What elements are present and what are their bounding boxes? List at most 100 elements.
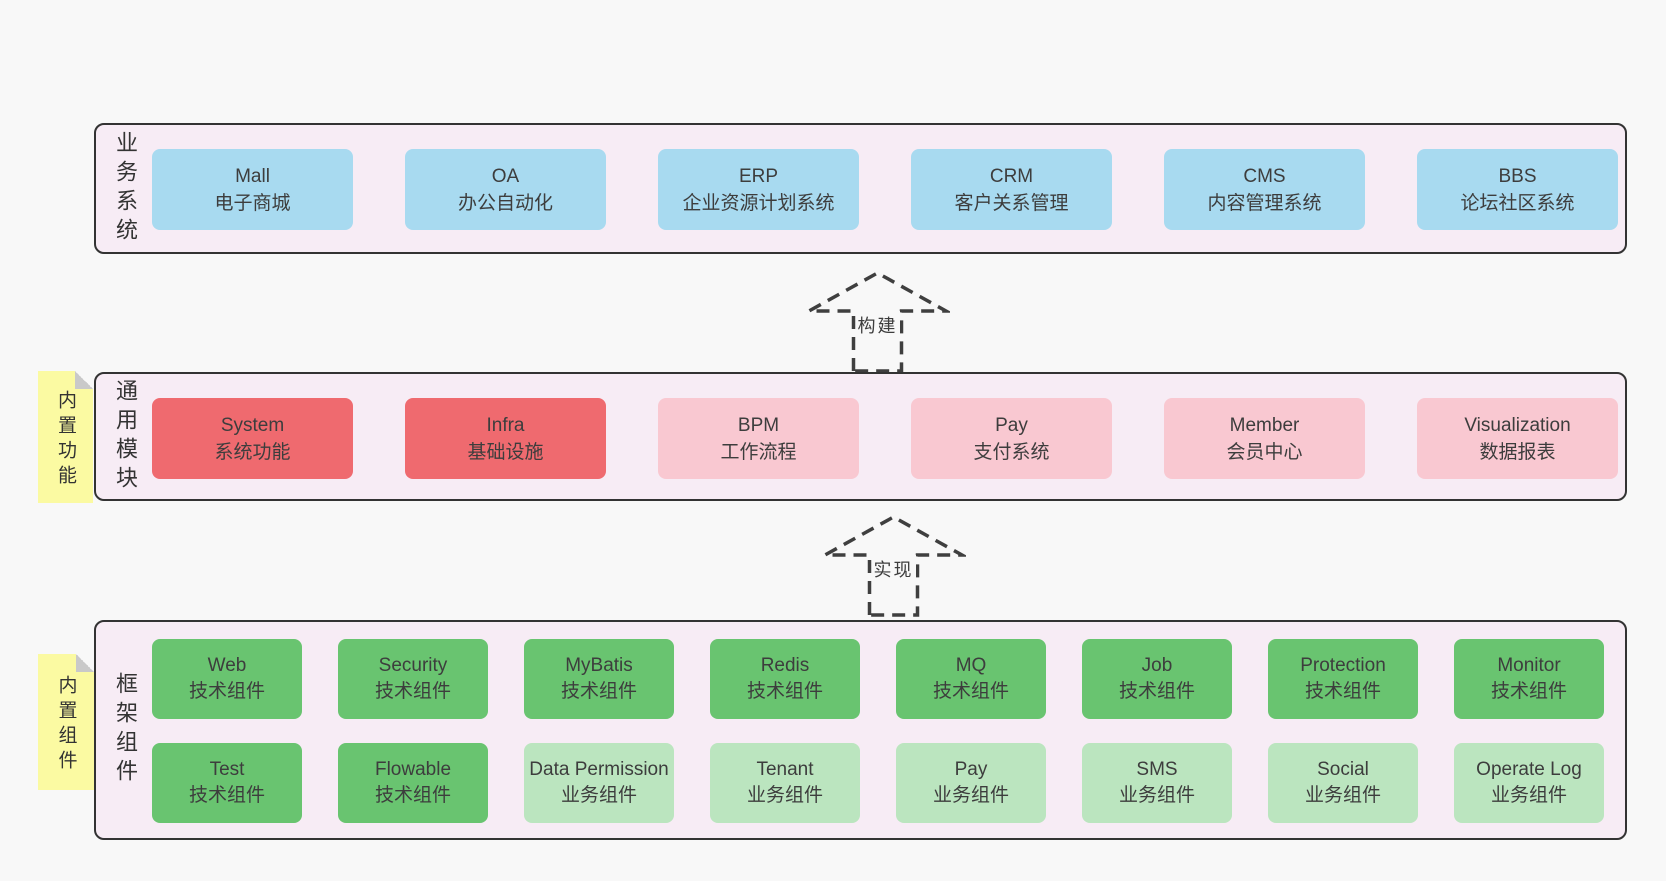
box-test: Test 技术组件: [152, 743, 302, 823]
box-job: Job 技术组件: [1082, 639, 1232, 719]
box-infra: Infra 基础设施: [405, 398, 606, 479]
box-social: Social 业务组件: [1268, 743, 1418, 823]
box-erp: ERP 企业资源计划系统: [658, 149, 859, 230]
box-member: Member 会员中心: [1164, 398, 1365, 479]
up-arrow-icon: [821, 514, 966, 617]
box-title: Security: [378, 655, 448, 676]
box-title: Tenant: [756, 759, 814, 780]
modules-row: System 系统功能 Infra 基础设施 BPM 工作流程 Pay 支付系统…: [152, 398, 1625, 479]
box-mall: Mall 电子商城: [152, 149, 353, 230]
box-title: Member: [1229, 414, 1300, 436]
section-common-modules: 通用模块 System 系统功能 Infra 基础设施 BPM 工作流程 Pay…: [94, 372, 1627, 501]
box-subtitle: 业务组件: [1490, 785, 1567, 806]
box-subtitle: 技术组件: [374, 681, 451, 702]
box-title: SMS: [1136, 759, 1178, 780]
box-title: Job: [1141, 655, 1173, 676]
box-protection: Protection 技术组件: [1268, 639, 1418, 719]
up-arrow-icon: [805, 270, 950, 373]
section-framework-components: 框架组件 Web 技术组件 Security 技术组件 MyBatis 技术组件…: [94, 620, 1627, 840]
box-subtitle: 会员中心: [1226, 441, 1303, 463]
box-crm: CRM 客户关系管理: [911, 149, 1112, 230]
box-title: OA: [491, 165, 520, 187]
sticky-label: 内置组件: [55, 675, 77, 775]
box-subtitle: 技术组件: [188, 785, 265, 806]
box-subtitle: 业务组件: [932, 785, 1009, 806]
box-title: Social: [1317, 759, 1369, 780]
box-title: Visualization: [1464, 414, 1571, 436]
box-monitor: Monitor 技术组件: [1454, 639, 1604, 719]
components-row-1: Web 技术组件 Security 技术组件 MyBatis 技术组件 Redi…: [152, 639, 1625, 719]
box-title: Pay: [954, 759, 988, 780]
box-flowable: Flowable 技术组件: [338, 743, 488, 823]
box-system: System 系统功能: [152, 398, 353, 479]
box-mq: MQ 技术组件: [896, 639, 1046, 719]
box-subtitle: 办公自动化: [457, 192, 553, 214]
box-redis: Redis 技术组件: [710, 639, 860, 719]
box-title: Web: [207, 655, 247, 676]
box-title: Flowable: [374, 759, 452, 780]
box-subtitle: 支付系统: [973, 441, 1050, 463]
box-subtitle: 技术组件: [932, 681, 1009, 702]
arrow-build: 构建: [805, 268, 950, 376]
box-title: Data Permission: [529, 759, 669, 780]
box-title: ERP: [738, 165, 779, 187]
box-title: Operate Log: [1476, 759, 1582, 780]
box-subtitle: 论坛社区系统: [1460, 192, 1575, 214]
box-title: BBS: [1498, 165, 1537, 187]
box-subtitle: 技术组件: [560, 681, 637, 702]
box-title: MQ: [955, 655, 987, 676]
box-bpm: BPM 工作流程: [658, 398, 859, 479]
section-label-components: 框架组件: [113, 672, 138, 788]
box-title: Pay: [995, 414, 1028, 436]
box-title: CMS: [1243, 165, 1286, 187]
sticky-note-built-in-components: 内置组件: [38, 654, 94, 790]
sticky-note-built-in-features: 内置功能: [38, 371, 93, 503]
box-subtitle: 技术组件: [1304, 681, 1381, 702]
box-title: MyBatis: [565, 655, 633, 676]
box-bbs: BBS 论坛社区系统: [1417, 149, 1618, 230]
box-title: Mall: [235, 165, 270, 187]
box-subtitle: 技术组件: [374, 785, 451, 806]
box-pay: Pay 支付系统: [911, 398, 1112, 479]
box-subtitle: 客户关系管理: [954, 192, 1069, 214]
arrow-implement: 实现: [821, 512, 966, 620]
box-subtitle: 业务组件: [1304, 785, 1381, 806]
box-title: Test: [209, 759, 245, 780]
box-security: Security 技术组件: [338, 639, 488, 719]
section-label-business: 业务系统: [113, 130, 138, 247]
box-subtitle: 工作流程: [720, 441, 797, 463]
box-subtitle: 技术组件: [1490, 681, 1567, 702]
box-subtitle: 技术组件: [188, 681, 265, 702]
box-data-permission: Data Permission 业务组件: [524, 743, 674, 823]
box-subtitle: 技术组件: [746, 681, 823, 702]
business-row: Mall 电子商城 OA 办公自动化 ERP 企业资源计划系统 CRM 客户关系…: [152, 149, 1625, 230]
box-operate-log: Operate Log 业务组件: [1454, 743, 1604, 823]
arrow-implement-label: 实现: [871, 555, 916, 583]
box-subtitle: 系统功能: [214, 441, 291, 463]
box-title: BPM: [737, 414, 780, 436]
arrow-build-label: 构建: [855, 311, 900, 339]
box-visualization: Visualization 数据报表: [1417, 398, 1618, 479]
box-subtitle: 业务组件: [560, 785, 637, 806]
box-subtitle: 电子商城: [214, 192, 291, 214]
box-subtitle: 企业资源计划系统: [682, 192, 835, 214]
box-title: Infra: [486, 414, 525, 436]
box-subtitle: 业务组件: [1118, 785, 1195, 806]
components-row-2: Test 技术组件 Flowable 技术组件 Data Permission …: [152, 743, 1625, 823]
box-subtitle: 技术组件: [1118, 681, 1195, 702]
box-web: Web 技术组件: [152, 639, 302, 719]
box-mybatis: MyBatis 技术组件: [524, 639, 674, 719]
box-tenant: Tenant 业务组件: [710, 743, 860, 823]
box-subtitle: 业务组件: [746, 785, 823, 806]
box-title: System: [220, 414, 285, 436]
section-label-modules: 通用模块: [113, 378, 138, 495]
box-oa: OA 办公自动化: [405, 149, 606, 230]
section-business-systems: 业务系统 Mall 电子商城 OA 办公自动化 ERP 企业资源计划系统 CRM…: [94, 123, 1627, 254]
box-subtitle: 数据报表: [1479, 441, 1556, 463]
box-title: Monitor: [1497, 655, 1561, 676]
box-subtitle: 内容管理系统: [1207, 192, 1322, 214]
box-title: CRM: [989, 165, 1034, 187]
box-sms: SMS 业务组件: [1082, 743, 1232, 823]
box-title: Redis: [760, 655, 810, 676]
box-subtitle: 基础设施: [467, 441, 544, 463]
